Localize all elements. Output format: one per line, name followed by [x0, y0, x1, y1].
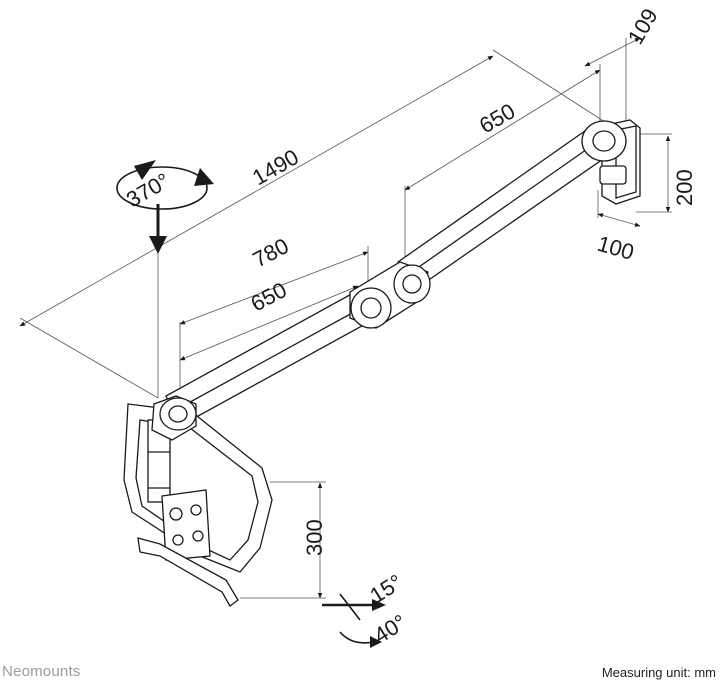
base-joint	[151, 395, 197, 441]
upper-arm	[397, 125, 618, 287]
label-109: 109	[623, 4, 663, 48]
rotation-arrow-left-icon	[134, 160, 156, 180]
dim-100-line	[597, 213, 641, 227]
rotation-ring	[116, 166, 208, 210]
dimension-lines	[19, 37, 672, 599]
label-100: 100	[595, 231, 637, 265]
dim-650-lower-line	[179, 285, 359, 361]
rotation-symbol	[116, 160, 214, 254]
brand-logo: Neomounts	[2, 663, 81, 680]
wall-joint	[581, 120, 627, 162]
rotation-arrow-right-icon	[194, 168, 214, 186]
mount-column	[137, 419, 239, 607]
elbow-joint	[349, 261, 431, 329]
measuring-unit-note: Measuring unit: mm	[601, 665, 716, 680]
label-650-lower: 650	[247, 277, 291, 316]
label-780: 780	[249, 233, 293, 272]
down-arrow-icon	[149, 236, 167, 254]
label-300: 300	[302, 519, 327, 556]
tilt-symbol	[322, 593, 386, 648]
label-200: 200	[672, 169, 697, 206]
dim-109-line	[584, 37, 641, 67]
label-650-upper: 650	[475, 98, 519, 138]
label-tilt-up: 15°	[365, 569, 406, 608]
dim-650-upper-line	[404, 69, 601, 191]
label-rotation: 370°	[122, 168, 174, 212]
label-1490: 1490	[248, 144, 303, 190]
